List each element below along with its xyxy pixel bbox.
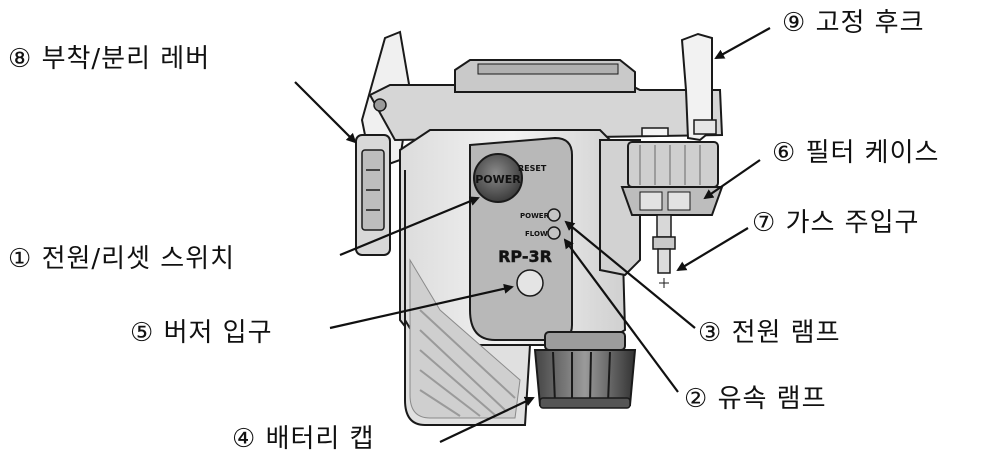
arrow-filter <box>703 159 761 200</box>
arrow-flow-lamp <box>563 238 679 393</box>
arrow-gas-inlet <box>676 227 749 272</box>
top-housing <box>368 59 724 142</box>
arrow-power-switch <box>339 196 480 257</box>
reset-label: RESET <box>518 164 547 173</box>
callout-filter-case: ⑥ 필터 케이스 <box>772 138 940 168</box>
gas-inlet <box>652 214 676 288</box>
flow-lamp <box>547 226 561 240</box>
power-lamp <box>547 208 561 222</box>
arrow-battery <box>439 396 535 443</box>
power-button[interactable] <box>473 153 523 203</box>
arrow-lever <box>294 81 357 144</box>
battery-cap <box>533 331 637 409</box>
arrow-power-lamp <box>564 220 696 329</box>
callout-power-switch: ① 전원/리셋 스위치 <box>8 244 236 274</box>
callout-attach-lever: ⑧ 부착/분리 레버 <box>8 44 211 74</box>
power-lamp-label: POWER <box>520 212 550 220</box>
arrow-buzzer <box>329 283 514 330</box>
callout-flow-lamp: ② 유속 램프 <box>684 384 827 414</box>
callout-fixing-hook: ⑨ 고정 후크 <box>782 8 925 38</box>
callout-buzzer-port: ⑤ 버저 입구 <box>130 318 273 348</box>
leader-arrows <box>294 27 771 443</box>
callout-power-lamp: ③ 전원 램프 <box>698 318 841 348</box>
filter-case <box>620 141 724 216</box>
flow-lamp-label: FLOW <box>525 230 548 238</box>
arrow-hook <box>714 27 771 59</box>
model-name: RP-3R <box>498 247 552 266</box>
callout-gas-inlet: ⑦ 가스 주입구 <box>752 208 920 238</box>
power-button-label: POWER <box>475 173 521 186</box>
callout-battery-cap: ④ 배터리 캡 <box>232 424 375 454</box>
buzzer-port <box>516 269 544 297</box>
front-panel: POWER RESET POWER FLOW RP-3R <box>469 136 573 341</box>
fixing-hook <box>680 32 717 142</box>
